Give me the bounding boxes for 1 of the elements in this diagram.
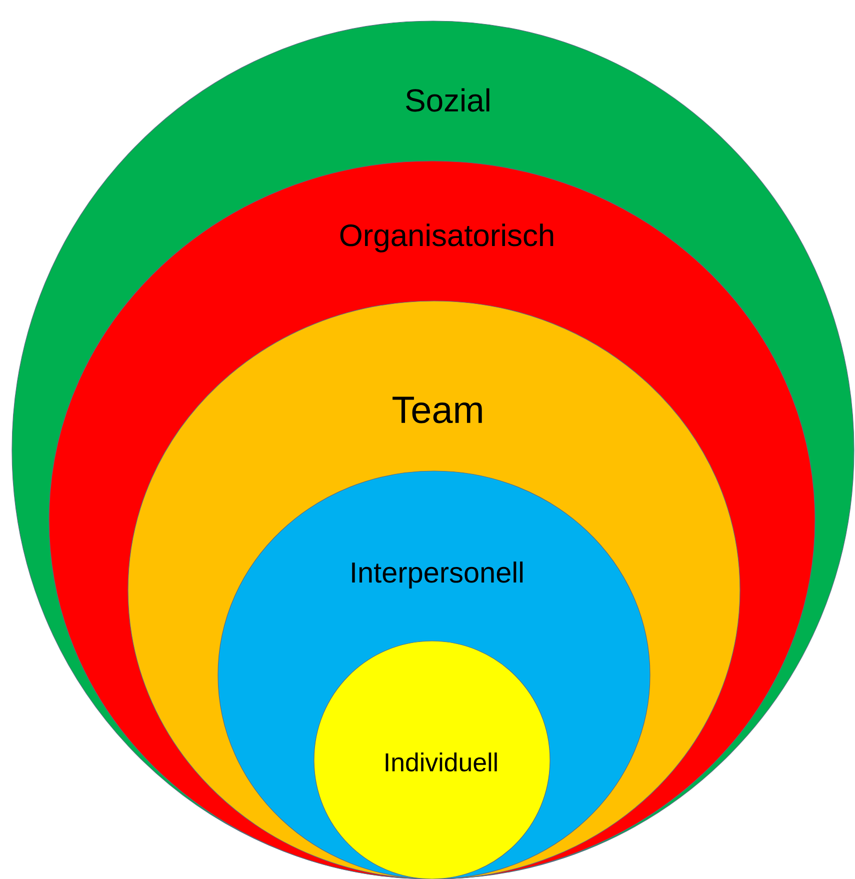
circle-band: Individuell [314, 640, 550, 879]
